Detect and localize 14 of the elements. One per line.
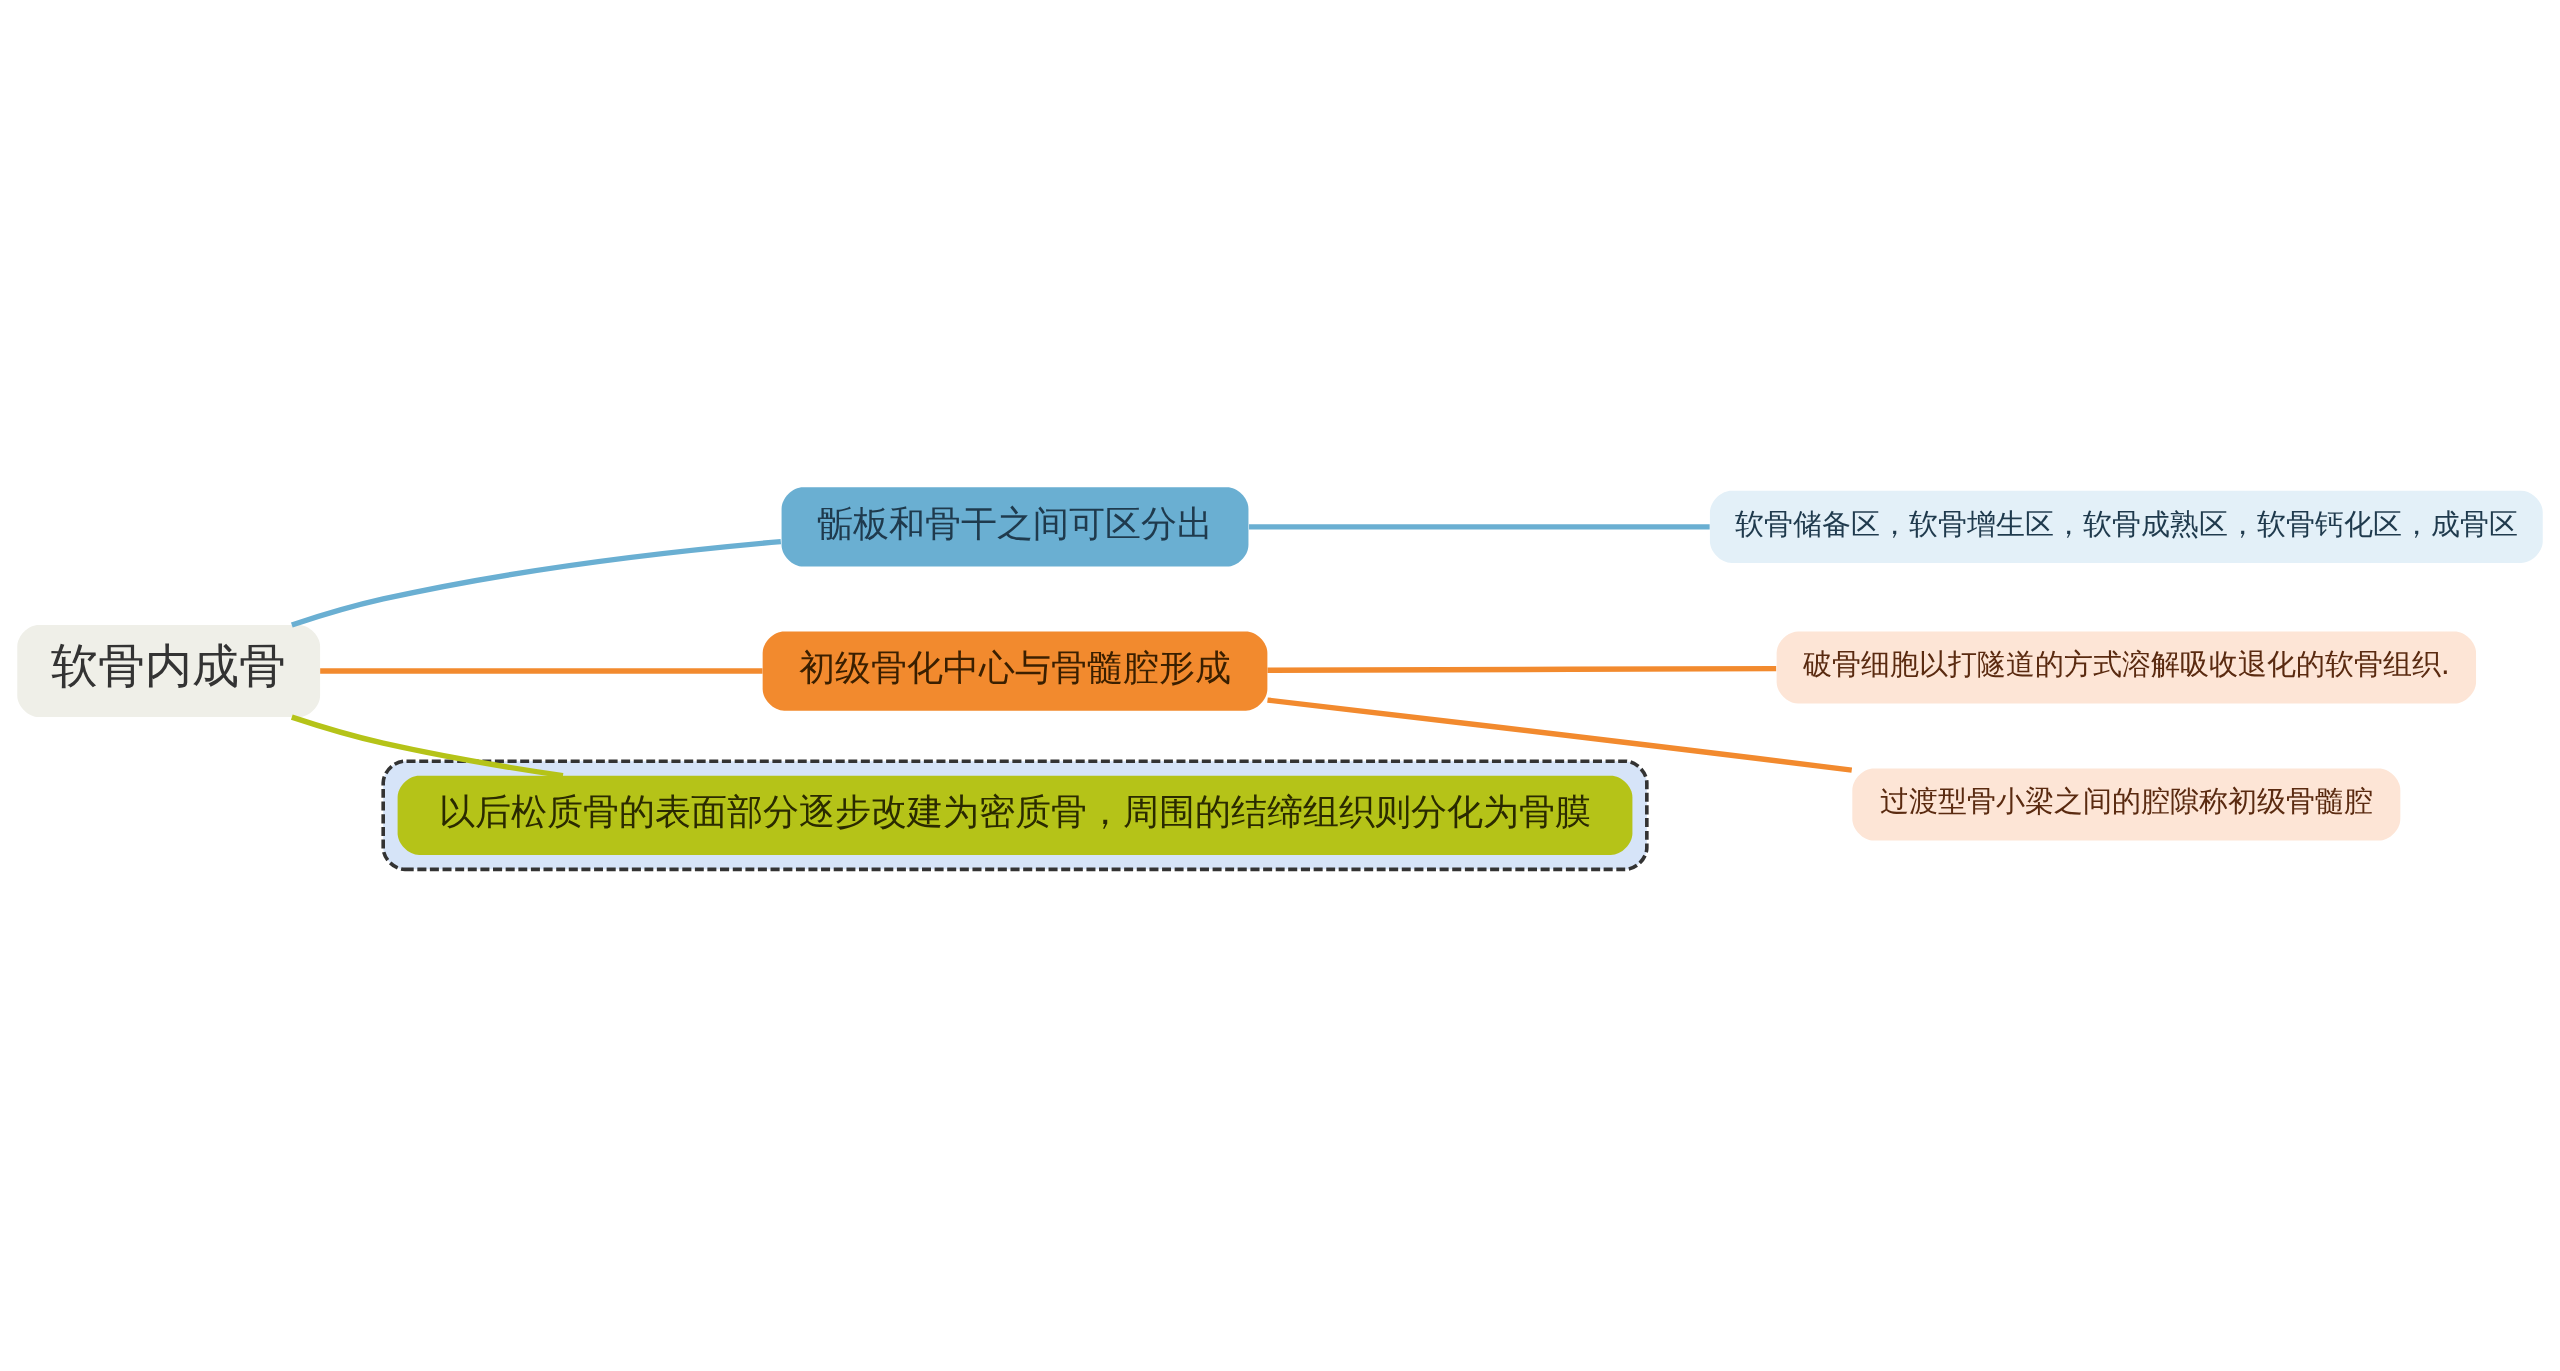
node-box: 破骨细胞以打隧道的方式溶解吸收退化的软骨组织. xyxy=(1776,631,2477,704)
connector xyxy=(320,668,763,674)
node-box: 初级骨化中心与骨髓腔形成 xyxy=(762,631,1268,711)
connector xyxy=(290,538,782,628)
node-box: 骺板和骨干之间可区分出 xyxy=(781,487,1249,567)
connector xyxy=(1249,524,1710,530)
connector xyxy=(290,714,564,779)
cluster xyxy=(381,759,1649,872)
node-box: 以后松质骨的表面部分逐步改建为密质骨，周围的结缔组织则分化为骨膜 xyxy=(397,775,1633,855)
connector xyxy=(1267,697,1853,773)
connector xyxy=(1267,665,1777,673)
node-box: 软骨储备区，软骨增生区，软骨成熟区，软骨钙化区，成骨区 xyxy=(1709,490,2543,563)
node-box: 软骨内成骨 xyxy=(17,625,321,718)
node-box: 过渡型骨小梁之间的腔隙称初级骨髓腔 xyxy=(1852,768,2401,841)
